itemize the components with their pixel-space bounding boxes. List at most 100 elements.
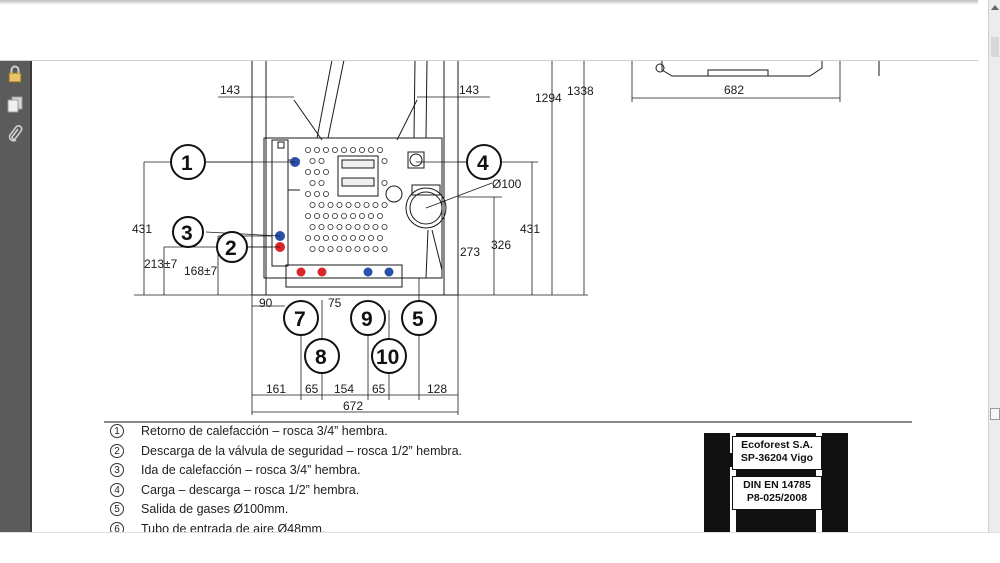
- perforation-hole: [372, 223, 379, 230]
- vertical-scrollbar[interactable]: [988, 0, 1000, 532]
- legend-number: 2: [110, 443, 124, 458]
- legend-text: Descarga de la válvula de seguridad – ro…: [141, 443, 463, 458]
- dim-128: 128: [427, 382, 447, 396]
- callout-1: 1: [181, 152, 193, 175]
- scroll-thumb[interactable]: [990, 408, 1000, 420]
- perforation-hole: [345, 223, 352, 230]
- dim-213: 213±7: [144, 257, 178, 271]
- perforation-hole: [313, 234, 320, 241]
- perforation-hole: [318, 201, 325, 208]
- perforation-hole: [358, 212, 365, 219]
- dim-154: 154: [334, 382, 354, 396]
- perforation-hole: [381, 158, 388, 165]
- flue-outlet: [405, 187, 447, 229]
- perforation-hole: [354, 201, 361, 208]
- perforation-hole: [381, 180, 388, 187]
- perforation-hole: [304, 169, 311, 176]
- legend-number: 3: [110, 463, 124, 477]
- viewer-toolbar: [0, 0, 978, 61]
- callout-5: 5: [412, 308, 424, 331]
- plate-line-4: P8-025/2008: [746, 492, 808, 504]
- perforation-hole: [349, 147, 356, 154]
- perforation-hole: [381, 201, 388, 208]
- perforation-hole: [354, 245, 361, 252]
- perforation-hole: [304, 190, 311, 197]
- perforation-hole: [304, 212, 311, 219]
- plate-standard: DIN EN 14785 P8-025/2008: [732, 476, 822, 510]
- dim-161: 161: [266, 382, 286, 396]
- perforation-hole: [309, 223, 316, 230]
- perforation-hole: [340, 234, 347, 241]
- perforation-hole: [322, 147, 329, 154]
- legend-text: Ida de calefacción – rosca 3/4” hembra.: [141, 463, 361, 477]
- dim-431-left: 431: [132, 222, 152, 236]
- legend-text: Carga – descarga – rosca 1/2” hembra.: [141, 482, 360, 497]
- callout-7: 7: [294, 308, 306, 331]
- perforation-hole: [363, 201, 370, 208]
- perforation-hole: [331, 212, 338, 219]
- perforation-hole: [340, 147, 347, 154]
- dim-65-b: 65: [372, 382, 386, 396]
- callout-10: 10: [376, 346, 399, 369]
- perforation-hole: [318, 223, 325, 230]
- dim-431-right: 431: [520, 222, 540, 236]
- perforation-hole: [313, 169, 320, 176]
- perforation-hole: [309, 158, 316, 165]
- perforation-hole: [318, 158, 325, 165]
- dim-diam-100: Ø100: [492, 177, 522, 191]
- fitting-8: [317, 267, 327, 277]
- perforation-hole: [336, 201, 343, 208]
- dim-273: 273: [460, 245, 480, 259]
- legend-number: 6: [110, 521, 124, 532]
- fitting-10: [384, 267, 394, 277]
- scroll-up-icon[interactable]: [990, 3, 1000, 13]
- perforation-pattern: [304, 147, 388, 252]
- perforation-hole: [376, 212, 383, 219]
- scroll-track[interactable]: [991, 37, 999, 57]
- perforation-hole: [336, 245, 343, 252]
- plate-line-2: SP-36204 Vigo: [740, 452, 814, 464]
- legend-text: Retorno de calefacción – rosca 3/4” hemb…: [141, 424, 388, 438]
- fitting-7: [296, 267, 306, 277]
- perforation-hole: [336, 223, 343, 230]
- callout-4: 4: [477, 152, 489, 175]
- perforation-hole: [313, 147, 320, 154]
- dim-672: 672: [343, 399, 363, 413]
- dim-1338: 1338: [567, 84, 594, 98]
- dim-1294: 1294: [535, 91, 562, 105]
- paperclip-icon[interactable]: [5, 124, 25, 144]
- lock-icon[interactable]: [5, 64, 25, 84]
- perforation-hole: [367, 234, 374, 241]
- perforation-hole: [340, 212, 347, 219]
- pages-icon[interactable]: [5, 94, 25, 114]
- plate-manufacturer: Ecoforest S.A. SP-36204 Vigo: [732, 436, 822, 470]
- perforation-hole: [313, 190, 320, 197]
- dim-143-right: 143: [459, 83, 479, 97]
- toolbar-shadow: [0, 0, 978, 5]
- callout-2: 2: [225, 237, 237, 260]
- perforation-hole: [349, 234, 356, 241]
- callout-9: 9: [361, 308, 373, 331]
- dim-682: 682: [724, 83, 744, 97]
- legend-number: 4: [110, 482, 124, 497]
- plate-line-1: Ecoforest S.A.: [741, 439, 813, 451]
- technical-drawing: 143 143 1294 1338 682 Ø100 431 431 213±7…: [104, 60, 912, 423]
- perforation-hole: [363, 223, 370, 230]
- top-view-partial: [655, 60, 880, 77]
- perforation-hole: [322, 212, 329, 219]
- perforation-hole: [372, 201, 379, 208]
- dim-168: 168±7: [184, 264, 218, 278]
- perforation-hole: [345, 245, 352, 252]
- perforation-hole: [322, 169, 329, 176]
- perforation-hole: [345, 201, 352, 208]
- perforation-hole: [318, 180, 325, 187]
- callout-3: 3: [181, 222, 193, 245]
- perforation-hole: [354, 223, 361, 230]
- perforation-hole: [322, 234, 329, 241]
- perforation-hole: [322, 190, 329, 197]
- dim-90: 90: [259, 296, 273, 310]
- perforation-hole: [309, 245, 316, 252]
- legend-number: 1: [110, 424, 124, 438]
- dim-143-left: 143: [220, 83, 240, 97]
- callout-8: 8: [315, 346, 327, 369]
